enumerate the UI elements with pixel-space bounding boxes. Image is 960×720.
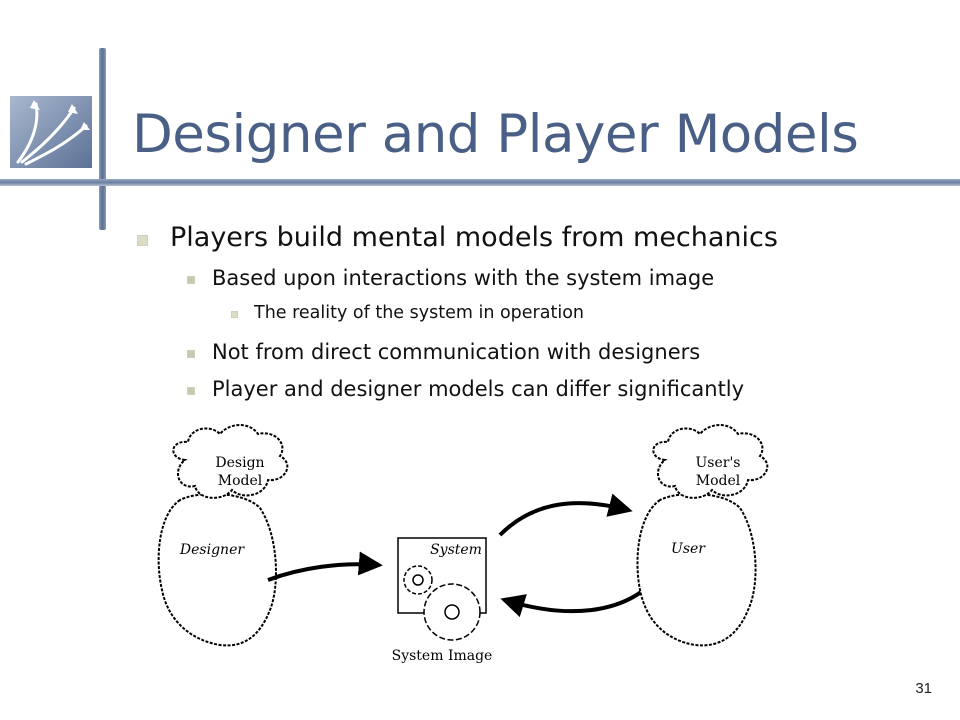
bullet-level3: The reality of the system in operation xyxy=(231,303,584,323)
system-label: System xyxy=(430,542,482,558)
bullet-text: Players build mental models from mechani… xyxy=(170,222,778,253)
bullet-marker xyxy=(187,350,195,358)
design-model-label-line2: Model xyxy=(218,473,263,489)
horizontal-accent-bar xyxy=(0,179,960,186)
designer-label: Designer xyxy=(179,542,245,558)
designer-to-system-arrow xyxy=(267,551,383,582)
bullet-marker xyxy=(187,276,195,284)
user-head-shape xyxy=(636,492,757,647)
designer-head-shape xyxy=(157,492,277,647)
bullet-text: Not from direct communication with desig… xyxy=(212,340,701,364)
user-label: User xyxy=(671,541,706,557)
design-model-label-line1: Design xyxy=(215,455,264,471)
slide-title: Designer and Player Models xyxy=(132,104,859,165)
bullet-text: Player and designer models can differ si… xyxy=(212,377,745,401)
small-gear-icon xyxy=(403,565,433,595)
system-to-user-arrow xyxy=(498,493,633,537)
bullet-level2: Not from direct communication with desig… xyxy=(187,340,701,364)
user-to-system-arrow xyxy=(500,583,652,618)
arrows-logo-icon xyxy=(10,96,92,168)
vertical-accent-bar xyxy=(99,48,106,230)
bullet-level2: Player and designer models can differ si… xyxy=(187,377,745,401)
mental-model-diagram: Design Model Designer System System Imag… xyxy=(157,424,769,664)
bullet-text: Based upon interactions with the system … xyxy=(212,266,715,290)
page-number: 31 xyxy=(915,680,932,697)
users-model-label-line2: Model xyxy=(696,473,741,489)
users-model-cloud xyxy=(652,424,769,499)
bullet-marker xyxy=(187,387,195,395)
bullet-text: The reality of the system in operation xyxy=(254,303,584,323)
bullet-level2: Based upon interactions with the system … xyxy=(187,266,715,290)
large-gear-icon xyxy=(423,583,481,641)
bullet-marker xyxy=(137,235,148,246)
system-image-label: System Image xyxy=(392,648,493,664)
bullet-level1: Players build mental models from mechani… xyxy=(137,222,778,253)
users-model-label-line1: User's xyxy=(696,455,741,471)
bullet-marker xyxy=(231,311,238,318)
design-model-cloud xyxy=(172,424,289,499)
